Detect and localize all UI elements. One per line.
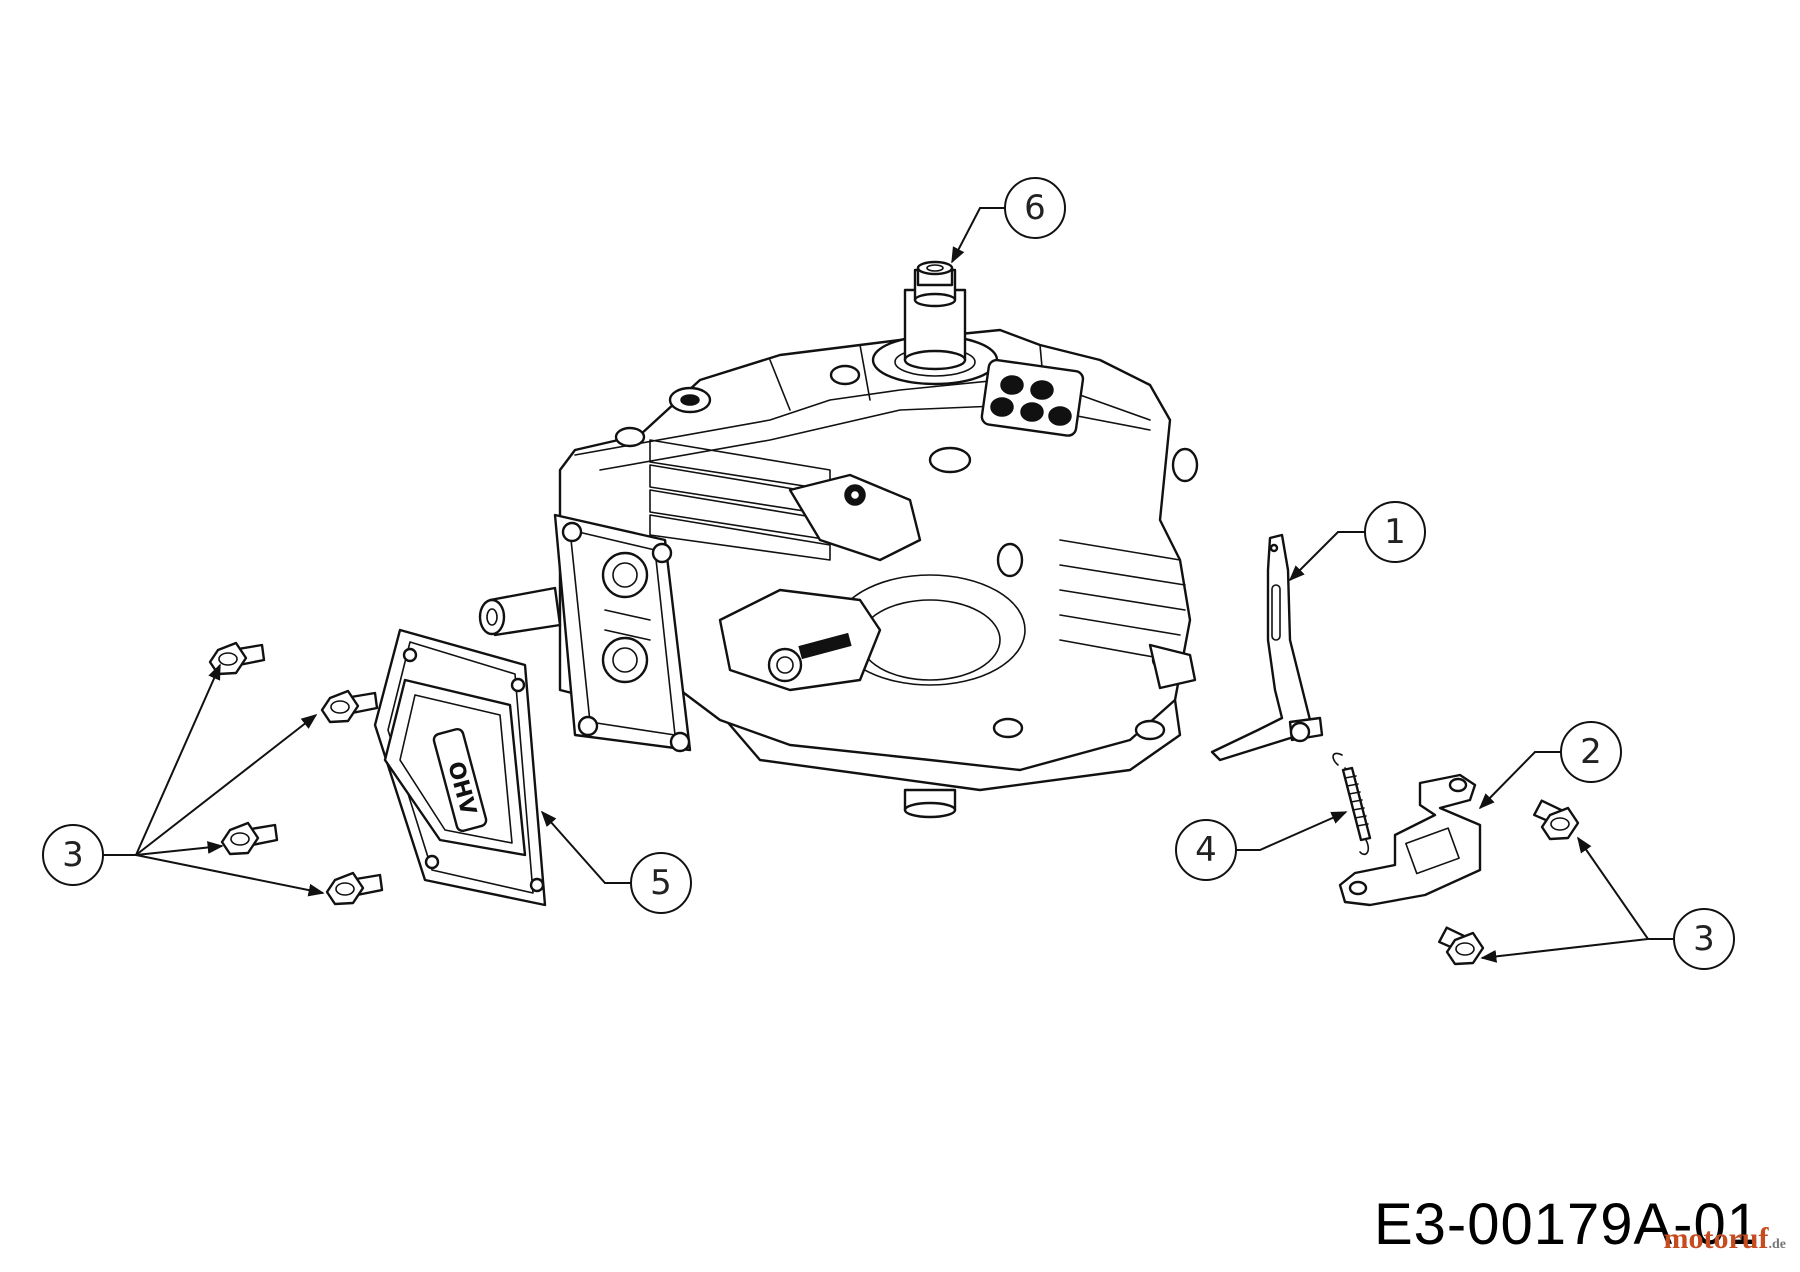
callout-3-right: 3 — [1673, 908, 1735, 970]
callout-3-left-label: 3 — [62, 835, 84, 875]
callout-6: 6 — [1004, 177, 1066, 239]
watermark-suffix: .de — [1768, 1237, 1787, 1252]
callout-1: 1 — [1364, 501, 1426, 563]
bolt-left-2 — [320, 689, 379, 724]
callout-3-right-label: 3 — [1693, 919, 1715, 959]
callout-4-label: 4 — [1195, 830, 1217, 870]
callout-5-label: 5 — [650, 863, 672, 903]
crankshaft-output — [871, 260, 999, 386]
callout-3-left: 3 — [42, 824, 104, 886]
callout-2: 2 — [1560, 721, 1622, 783]
bolt-left-4 — [325, 871, 384, 906]
governor-lever — [1210, 533, 1324, 762]
callout-4: 4 — [1175, 819, 1237, 881]
callout-1-label: 1 — [1384, 512, 1406, 552]
breather-holes — [980, 358, 1085, 437]
callout-2-label: 2 — [1580, 732, 1602, 772]
drawing-code: E3-00179A-01 — [1373, 1192, 1760, 1257]
engine-block — [478, 260, 1199, 819]
bolt-right-2 — [1437, 926, 1485, 966]
leader-lines — [103, 207, 1674, 963]
callout-5: 5 — [630, 852, 692, 914]
bracket — [1338, 773, 1482, 907]
bolt-right-1 — [1532, 799, 1580, 841]
callout-6-label: 6 — [1024, 188, 1046, 228]
bolt-left-3 — [220, 821, 279, 856]
valve-cover: OHV — [373, 628, 547, 907]
watermark-text: motoruf — [1663, 1222, 1769, 1255]
watermark-logo: motoruf.de — [1664, 1222, 1786, 1256]
spring — [1332, 752, 1372, 856]
